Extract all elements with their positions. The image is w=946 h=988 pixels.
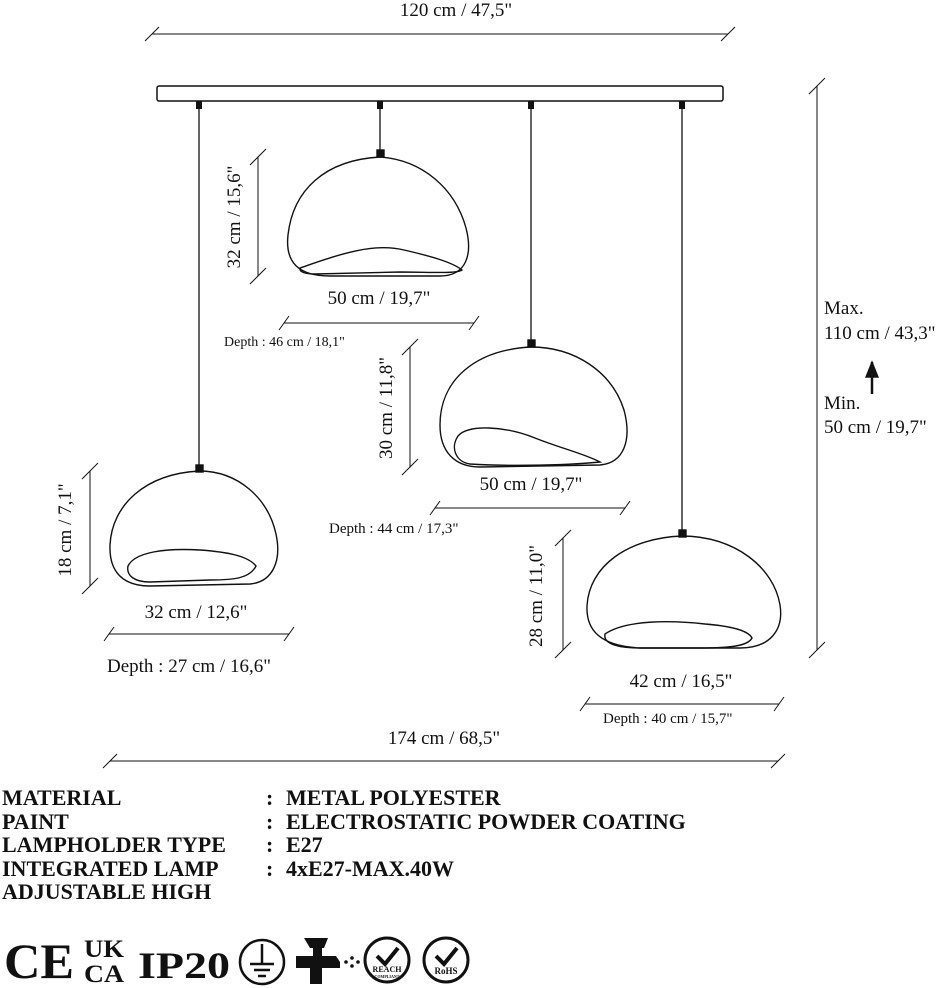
lamp-1-height-label: 32 cm / 15,6" xyxy=(224,166,245,269)
lamp-1-height-dimension xyxy=(249,148,267,285)
ceiling-canopy xyxy=(156,85,724,109)
height-max-label: Max. xyxy=(824,298,864,319)
height-min-label: Min. xyxy=(824,393,860,414)
lamp-1-width-label: 50 cm / 19,7" xyxy=(328,288,431,309)
spec-value: 4xE27-MAX.40W xyxy=(286,855,455,881)
lamp-3-depth-label: Depth : 27 cm / 16,6" xyxy=(107,656,271,677)
lamp-3-height-dimension xyxy=(81,462,99,595)
lamp-3-depth-dimension xyxy=(103,626,295,642)
ukca-top: UK xyxy=(84,936,125,963)
spec-colon: : xyxy=(266,785,274,810)
pendant-lamp-1 xyxy=(286,149,470,277)
lamp-3-width-label: 32 cm / 12,6" xyxy=(145,602,248,623)
reach-label: REACH xyxy=(373,965,403,974)
height-max-value: 110 cm / 43,3" xyxy=(824,323,936,344)
lamp-2-height-label: 30 cm / 11,8" xyxy=(376,357,397,459)
lamp-4-depth-label: Depth : 40 cm / 15,7" xyxy=(603,711,732,727)
lamp-4-depth-dimension xyxy=(579,696,785,712)
ukca-mark-icon: UK CA xyxy=(84,936,125,988)
spec-colon: : xyxy=(266,832,274,857)
pendant-lamp-4 xyxy=(586,529,782,649)
overall-height-dimension xyxy=(808,77,826,659)
total-width-dimension xyxy=(102,753,786,769)
spec-value: E27 xyxy=(286,832,323,857)
spec-row-integrated-lamp: INTEGRATED LAMP : 4xE27-MAX.40W xyxy=(2,855,942,881)
spec-label: ADJUSTABLE HIGH xyxy=(2,879,212,904)
spec-label: INTEGRATED LAMP xyxy=(2,855,219,881)
lamp-2-depth-dimension xyxy=(429,500,631,516)
lamp-4-height-dimension xyxy=(554,529,572,659)
lamp-4-width-label: 42 cm / 16,5" xyxy=(630,671,733,692)
spec-label: LAMPHOLDER TYPE xyxy=(2,832,226,857)
lamp-1-depth-label: Depth : 46 cm / 18,1" xyxy=(224,335,345,350)
spec-row-paint: PAINT : ELECTROSTATIC POWDER COATING xyxy=(2,808,942,834)
height-min-value: 50 cm / 19,7" xyxy=(824,417,927,438)
spec-row-material: MATERIAL : METAL POLYESTER xyxy=(2,786,942,810)
rohs-label: RoHS xyxy=(434,966,457,976)
spec-colon: : xyxy=(266,855,274,881)
top-width-dimension xyxy=(144,26,736,42)
spec-value: ELECTROSTATIC POWDER COATING xyxy=(286,808,686,834)
spec-row-lampholder: LAMPHOLDER TYPE : E27 xyxy=(2,833,942,857)
reach-compliant-icon: REACH COMPLIANT xyxy=(363,936,411,984)
top-width-label: 120 cm / 47,5" xyxy=(400,0,512,21)
spec-colon xyxy=(266,880,286,904)
lamp-2-height-dimension xyxy=(401,338,419,476)
certification-marks: CE UK CA IP20 REACH COMPLIANT RoHS xyxy=(4,933,470,988)
pendant-lamp-2 xyxy=(439,339,628,468)
spec-value: METAL POLYESTER xyxy=(286,785,501,810)
ce-mark-icon: CE xyxy=(4,933,74,988)
spec-colon: : xyxy=(266,808,274,834)
reach-sub-label: COMPLIANT xyxy=(375,974,400,979)
spec-table: MATERIAL : METAL POLYESTER PAINT : ELECT… xyxy=(2,786,942,904)
lamp-2-depth-label: Depth : 44 cm / 17,3" xyxy=(329,521,458,537)
lamp-3-height-label: 18 cm / 7,1" xyxy=(55,483,76,576)
pendant-cords xyxy=(198,109,683,530)
pendant-lamp-3 xyxy=(109,464,279,587)
ip20-rating: IP20 xyxy=(138,946,230,987)
lamp-1-depth-dimension xyxy=(278,315,480,331)
spray-gun-icon xyxy=(296,938,360,984)
lamp-4-height-label: 28 cm / 11,0" xyxy=(526,545,547,647)
ukca-bottom: CA xyxy=(84,961,124,988)
spec-label: PAINT xyxy=(2,808,69,834)
rohs-compliant-icon: RoHS xyxy=(422,936,470,984)
spec-label: MATERIAL xyxy=(2,785,122,810)
lamp-2-width-label: 50 cm / 19,7" xyxy=(480,474,583,495)
lamp-dimension-drawing: 120 cm / 47,5" xyxy=(55,0,936,769)
total-width-label: 174 cm / 68,5" xyxy=(388,728,500,749)
spec-row-adjustable: ADJUSTABLE HIGH xyxy=(2,880,942,904)
ground-symbol-icon xyxy=(238,938,286,986)
